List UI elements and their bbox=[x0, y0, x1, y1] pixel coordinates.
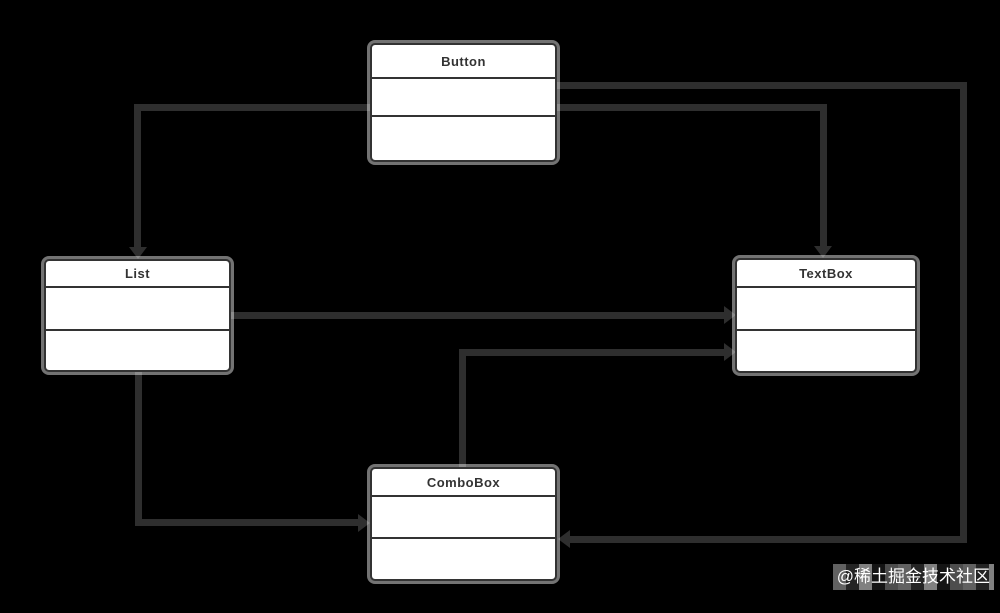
class-title-combobox: ComboBox bbox=[372, 469, 555, 497]
edge-button-to-combobox-vertical bbox=[960, 82, 967, 543]
class-compartment-attributes bbox=[737, 288, 915, 331]
edge-list-to-textbox-horizontal bbox=[231, 312, 724, 319]
class-title-list: List bbox=[46, 261, 229, 288]
edge-button-to-combobox-horizontal-bottom bbox=[570, 536, 967, 543]
class-compartment-attributes bbox=[372, 497, 555, 539]
class-title-button: Button bbox=[372, 45, 555, 79]
class-compartment-attributes bbox=[46, 288, 229, 331]
arrowhead-list-to-textbox bbox=[724, 306, 736, 324]
class-compartment-operations bbox=[737, 331, 915, 371]
class-box-button: Button bbox=[370, 43, 557, 162]
class-compartment-operations bbox=[372, 539, 555, 579]
class-box-combobox: ComboBox bbox=[370, 467, 557, 581]
watermark-text: @稀土掘金技术社区 bbox=[832, 564, 994, 590]
edge-list-to-combobox-horizontal bbox=[135, 519, 358, 526]
edge-list-to-combobox-vertical bbox=[135, 372, 142, 526]
edge-button-to-list-horizontal bbox=[134, 104, 370, 111]
class-compartment-attributes bbox=[372, 79, 555, 117]
class-box-list: List bbox=[44, 259, 231, 372]
edge-combobox-to-textbox-vertical bbox=[459, 349, 466, 467]
edge-button-to-textbox-horizontal bbox=[557, 104, 827, 111]
class-compartment-operations bbox=[372, 117, 555, 160]
arrowhead-combobox-to-textbox bbox=[724, 343, 736, 361]
edge-combobox-to-textbox-horizontal bbox=[459, 349, 724, 356]
arrowhead-button-to-list bbox=[129, 247, 147, 259]
arrowhead-list-to-combobox bbox=[358, 514, 370, 532]
edge-button-to-list-vertical bbox=[134, 104, 141, 249]
arrowhead-button-to-combobox bbox=[558, 530, 570, 548]
class-compartment-operations bbox=[46, 331, 229, 370]
arrowhead-button-to-textbox bbox=[814, 246, 832, 258]
class-box-textbox: TextBox bbox=[735, 258, 917, 373]
edge-button-to-textbox-vertical bbox=[820, 104, 827, 248]
class-title-textbox: TextBox bbox=[737, 260, 915, 288]
edge-button-to-combobox-horizontal-top bbox=[557, 82, 967, 89]
